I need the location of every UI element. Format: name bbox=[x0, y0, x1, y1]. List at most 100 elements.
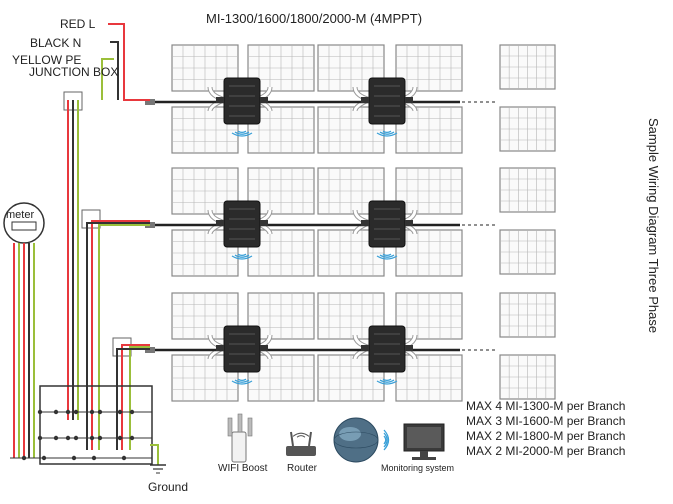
terminal bbox=[37, 409, 43, 415]
wireless-signal bbox=[379, 379, 395, 383]
terminal bbox=[65, 409, 71, 415]
yellow-pe-wire bbox=[129, 346, 150, 450]
microinverter bbox=[223, 77, 261, 125]
black-wire-label: BLACK N bbox=[30, 36, 82, 50]
yellow-pe-wire bbox=[101, 58, 114, 100]
inverter-connector bbox=[361, 345, 369, 351]
microinverter bbox=[368, 325, 406, 373]
wifi-boost-device bbox=[231, 431, 247, 463]
terminal bbox=[117, 435, 123, 441]
wireless-signal bbox=[383, 429, 390, 451]
microinverter bbox=[368, 77, 406, 125]
wireless-signal bbox=[231, 380, 253, 385]
inverter-connector bbox=[260, 220, 268, 226]
terminal bbox=[89, 409, 95, 415]
router-device bbox=[286, 446, 316, 456]
red-l-wire bbox=[91, 220, 150, 450]
max-per-branch-item: MAX 4 MI-1300-M per Branch bbox=[466, 399, 626, 413]
inverter-connector bbox=[216, 345, 224, 351]
terminal bbox=[53, 409, 59, 415]
wireless-signal bbox=[376, 132, 398, 137]
black-n-wire bbox=[86, 222, 150, 450]
wireless-signal bbox=[376, 255, 398, 260]
wireless-signal bbox=[237, 378, 247, 382]
inverter-connector bbox=[260, 97, 268, 103]
router-antenna bbox=[308, 431, 312, 447]
inverter-connector bbox=[361, 97, 369, 103]
wifi-boost-label: WIFI Boost bbox=[218, 463, 268, 474]
terminal bbox=[129, 435, 135, 441]
black-n-wire bbox=[116, 348, 150, 450]
globe-icon bbox=[333, 417, 379, 463]
microinverter bbox=[223, 325, 261, 373]
terminal bbox=[117, 409, 123, 415]
inverter-connector bbox=[405, 220, 413, 226]
yellow-wire-label: YELLOW PE bbox=[12, 53, 82, 67]
inverter-connector bbox=[216, 97, 224, 103]
wireless-signal bbox=[382, 253, 392, 257]
max-per-branch-item: MAX 2 MI-1800-M per Branch bbox=[466, 429, 626, 443]
microinverter bbox=[368, 200, 406, 248]
inverter-connector bbox=[260, 345, 268, 351]
terminal bbox=[65, 435, 71, 441]
terminal bbox=[89, 435, 95, 441]
max-per-branch-list: MAX 4 MI-1300-M per Branch MAX 3 MI-1600… bbox=[466, 399, 625, 459]
wireless-signal bbox=[383, 435, 387, 445]
black-n-wire bbox=[110, 41, 119, 100]
red-l-wire bbox=[121, 344, 150, 450]
diagram-title: MI-1300/1600/1800/2000-M (4MPPT) bbox=[206, 11, 423, 26]
wireless-signal bbox=[382, 130, 392, 134]
side-title: Sample Wiring Diagram Three Phase bbox=[646, 118, 661, 334]
inverter-connector bbox=[405, 345, 413, 351]
wireless-signal bbox=[379, 131, 395, 135]
max-per-branch-item: MAX 3 MI-1600-M per Branch bbox=[466, 414, 626, 428]
inverter-connector bbox=[405, 97, 413, 103]
inverter-connector bbox=[216, 220, 224, 226]
ground-label: Ground bbox=[148, 480, 189, 494]
terminal bbox=[73, 409, 79, 415]
max-per-branch-item: MAX 2 MI-2000-M per Branch bbox=[466, 444, 626, 458]
terminal bbox=[97, 435, 103, 441]
wifi-antenna bbox=[237, 413, 243, 433]
wireless-signal bbox=[383, 432, 388, 448]
wifi-antenna bbox=[227, 417, 233, 437]
monitoring-system-label: Monitoring system bbox=[381, 463, 455, 473]
wireless-signal bbox=[231, 255, 253, 260]
meter-display bbox=[11, 221, 37, 231]
monitor-base bbox=[412, 457, 436, 460]
wireless-signal bbox=[382, 378, 392, 382]
terminal bbox=[97, 409, 103, 415]
terminal bbox=[73, 435, 79, 441]
router-antenna bbox=[290, 431, 294, 447]
wireless-signal bbox=[234, 254, 250, 258]
monitor-screen bbox=[407, 427, 441, 448]
router-label: Router bbox=[287, 463, 318, 474]
wireless-signal bbox=[234, 379, 250, 383]
wifi-antenna bbox=[247, 417, 253, 437]
wireless-signal bbox=[379, 254, 395, 258]
yellow-pe-wire bbox=[98, 224, 150, 450]
terminal bbox=[37, 435, 43, 441]
wireless-signal bbox=[376, 380, 398, 385]
ground-wire bbox=[150, 444, 159, 465]
terminal bbox=[53, 435, 59, 441]
meter-label: meter bbox=[6, 209, 35, 221]
microinverter bbox=[223, 200, 261, 248]
wireless-signal bbox=[292, 432, 310, 437]
globe-highlight bbox=[339, 427, 361, 441]
globe-line bbox=[333, 431, 379, 449]
red-l-wire bbox=[108, 23, 150, 101]
wireless-signal bbox=[237, 253, 247, 257]
inverter-connector bbox=[361, 220, 369, 226]
wireless-signal bbox=[231, 132, 253, 137]
wireless-signal bbox=[296, 435, 306, 438]
terminal bbox=[129, 409, 135, 415]
monitor-stand bbox=[420, 451, 428, 457]
wireless-signal bbox=[234, 131, 250, 135]
wireless-signal bbox=[237, 130, 247, 134]
junction-box-label: JUNCTION BOX bbox=[29, 65, 119, 79]
distribution-box bbox=[39, 385, 153, 465]
red-wire-label: RED L bbox=[60, 17, 96, 31]
